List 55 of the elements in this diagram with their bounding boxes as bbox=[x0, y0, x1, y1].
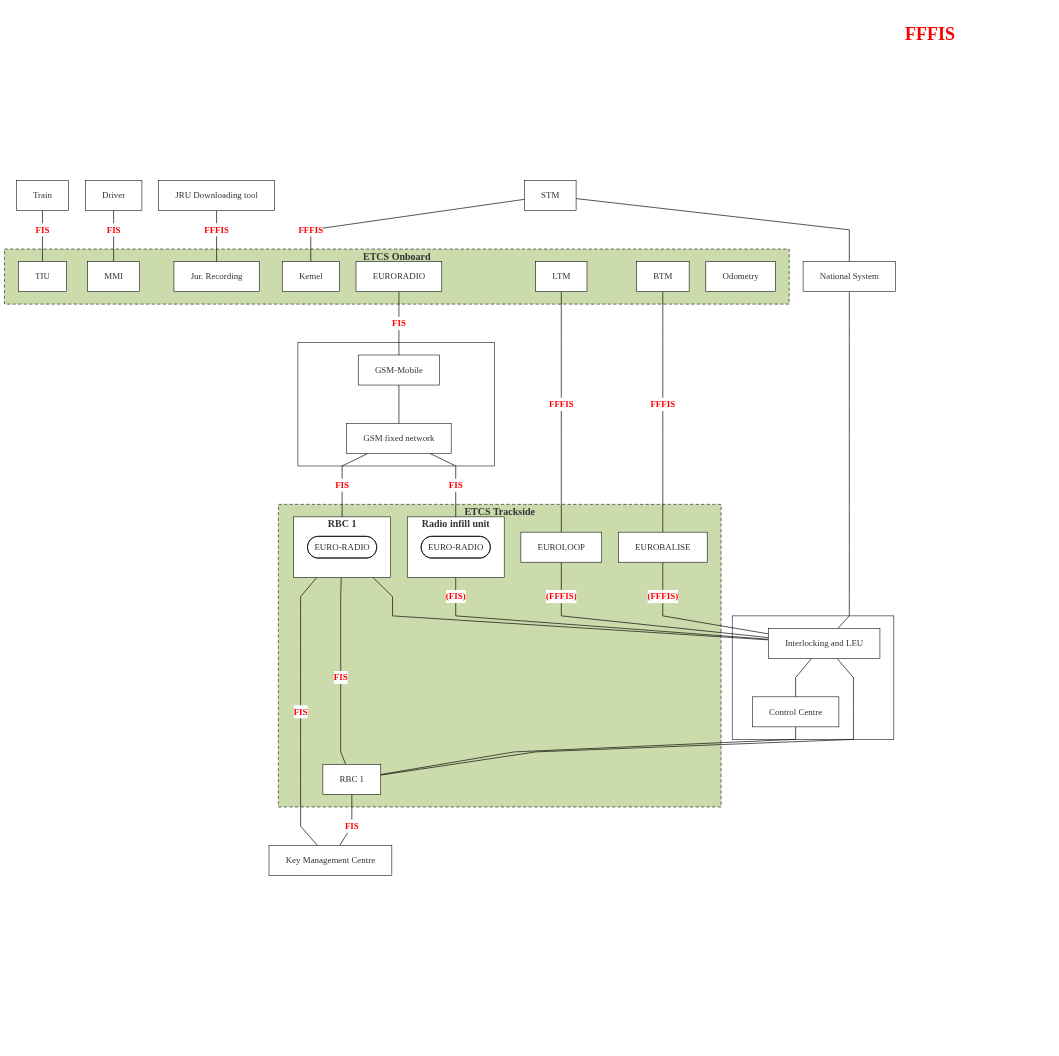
node-box: EUROBALISE bbox=[618, 531, 708, 563]
edge-label: (FFFIS) bbox=[647, 591, 679, 602]
edge-label: FIS bbox=[293, 706, 308, 717]
edge-label: FFFIS bbox=[204, 224, 229, 235]
interface-label: FFFIS bbox=[905, 24, 955, 45]
cluster bbox=[731, 615, 895, 740]
edge-label: FIS bbox=[335, 480, 350, 490]
connector bbox=[429, 453, 457, 518]
node-box: Odometry bbox=[705, 261, 776, 292]
edge-label: FIS bbox=[344, 821, 359, 831]
connector bbox=[455, 577, 769, 640]
edge-label: FIS bbox=[106, 224, 121, 235]
node-box: Train bbox=[16, 180, 69, 211]
edge-label: (FIS) bbox=[445, 591, 466, 602]
connector bbox=[300, 577, 318, 846]
edge-label: FFFIS bbox=[650, 399, 676, 409]
node-box: RBC 1 bbox=[322, 764, 382, 795]
connector bbox=[795, 658, 812, 698]
node-box: National System bbox=[802, 261, 896, 292]
edge-label: FIS bbox=[391, 318, 406, 328]
connector bbox=[341, 453, 369, 518]
node-box: STM bbox=[524, 180, 577, 211]
node-box: Kemel bbox=[281, 261, 340, 292]
node-box: Jur. Recording bbox=[173, 261, 260, 292]
connector bbox=[837, 291, 850, 629]
connector bbox=[662, 291, 664, 533]
connector bbox=[575, 198, 850, 262]
node-box: JRU Downloading tool bbox=[158, 180, 275, 211]
connector bbox=[662, 561, 769, 635]
edge-label: FIS bbox=[35, 224, 50, 235]
node-box: Control Centre bbox=[752, 696, 840, 728]
node-box: EURORADIO bbox=[355, 261, 443, 292]
node-box: LTM bbox=[535, 261, 588, 292]
node-box: BTM bbox=[636, 261, 690, 292]
edge-label: FFFIS bbox=[548, 399, 574, 409]
node-box: Interlocking and LEU bbox=[768, 628, 881, 659]
node-box: GSM fixed network bbox=[346, 423, 452, 454]
connector bbox=[398, 291, 400, 356]
connector bbox=[340, 577, 347, 765]
connector bbox=[560, 561, 769, 638]
node-box: MMI bbox=[87, 261, 140, 292]
edge-label: FFFIS bbox=[298, 224, 324, 235]
node-box: EUROLOOP bbox=[520, 531, 602, 563]
cluster bbox=[297, 342, 495, 467]
edge-label: (FFFIS) bbox=[545, 591, 577, 602]
connector bbox=[310, 199, 525, 262]
node-box: Driver bbox=[85, 180, 143, 211]
node-box: TIU bbox=[18, 261, 67, 292]
connector bbox=[380, 726, 796, 775]
connector bbox=[380, 658, 854, 776]
node-box: GSM-Mobile bbox=[357, 354, 440, 386]
node-box: Key Management Centre bbox=[268, 845, 393, 876]
connector bbox=[372, 577, 769, 641]
edge-label: FIS bbox=[333, 672, 348, 683]
edge-label: FIS bbox=[448, 480, 463, 490]
